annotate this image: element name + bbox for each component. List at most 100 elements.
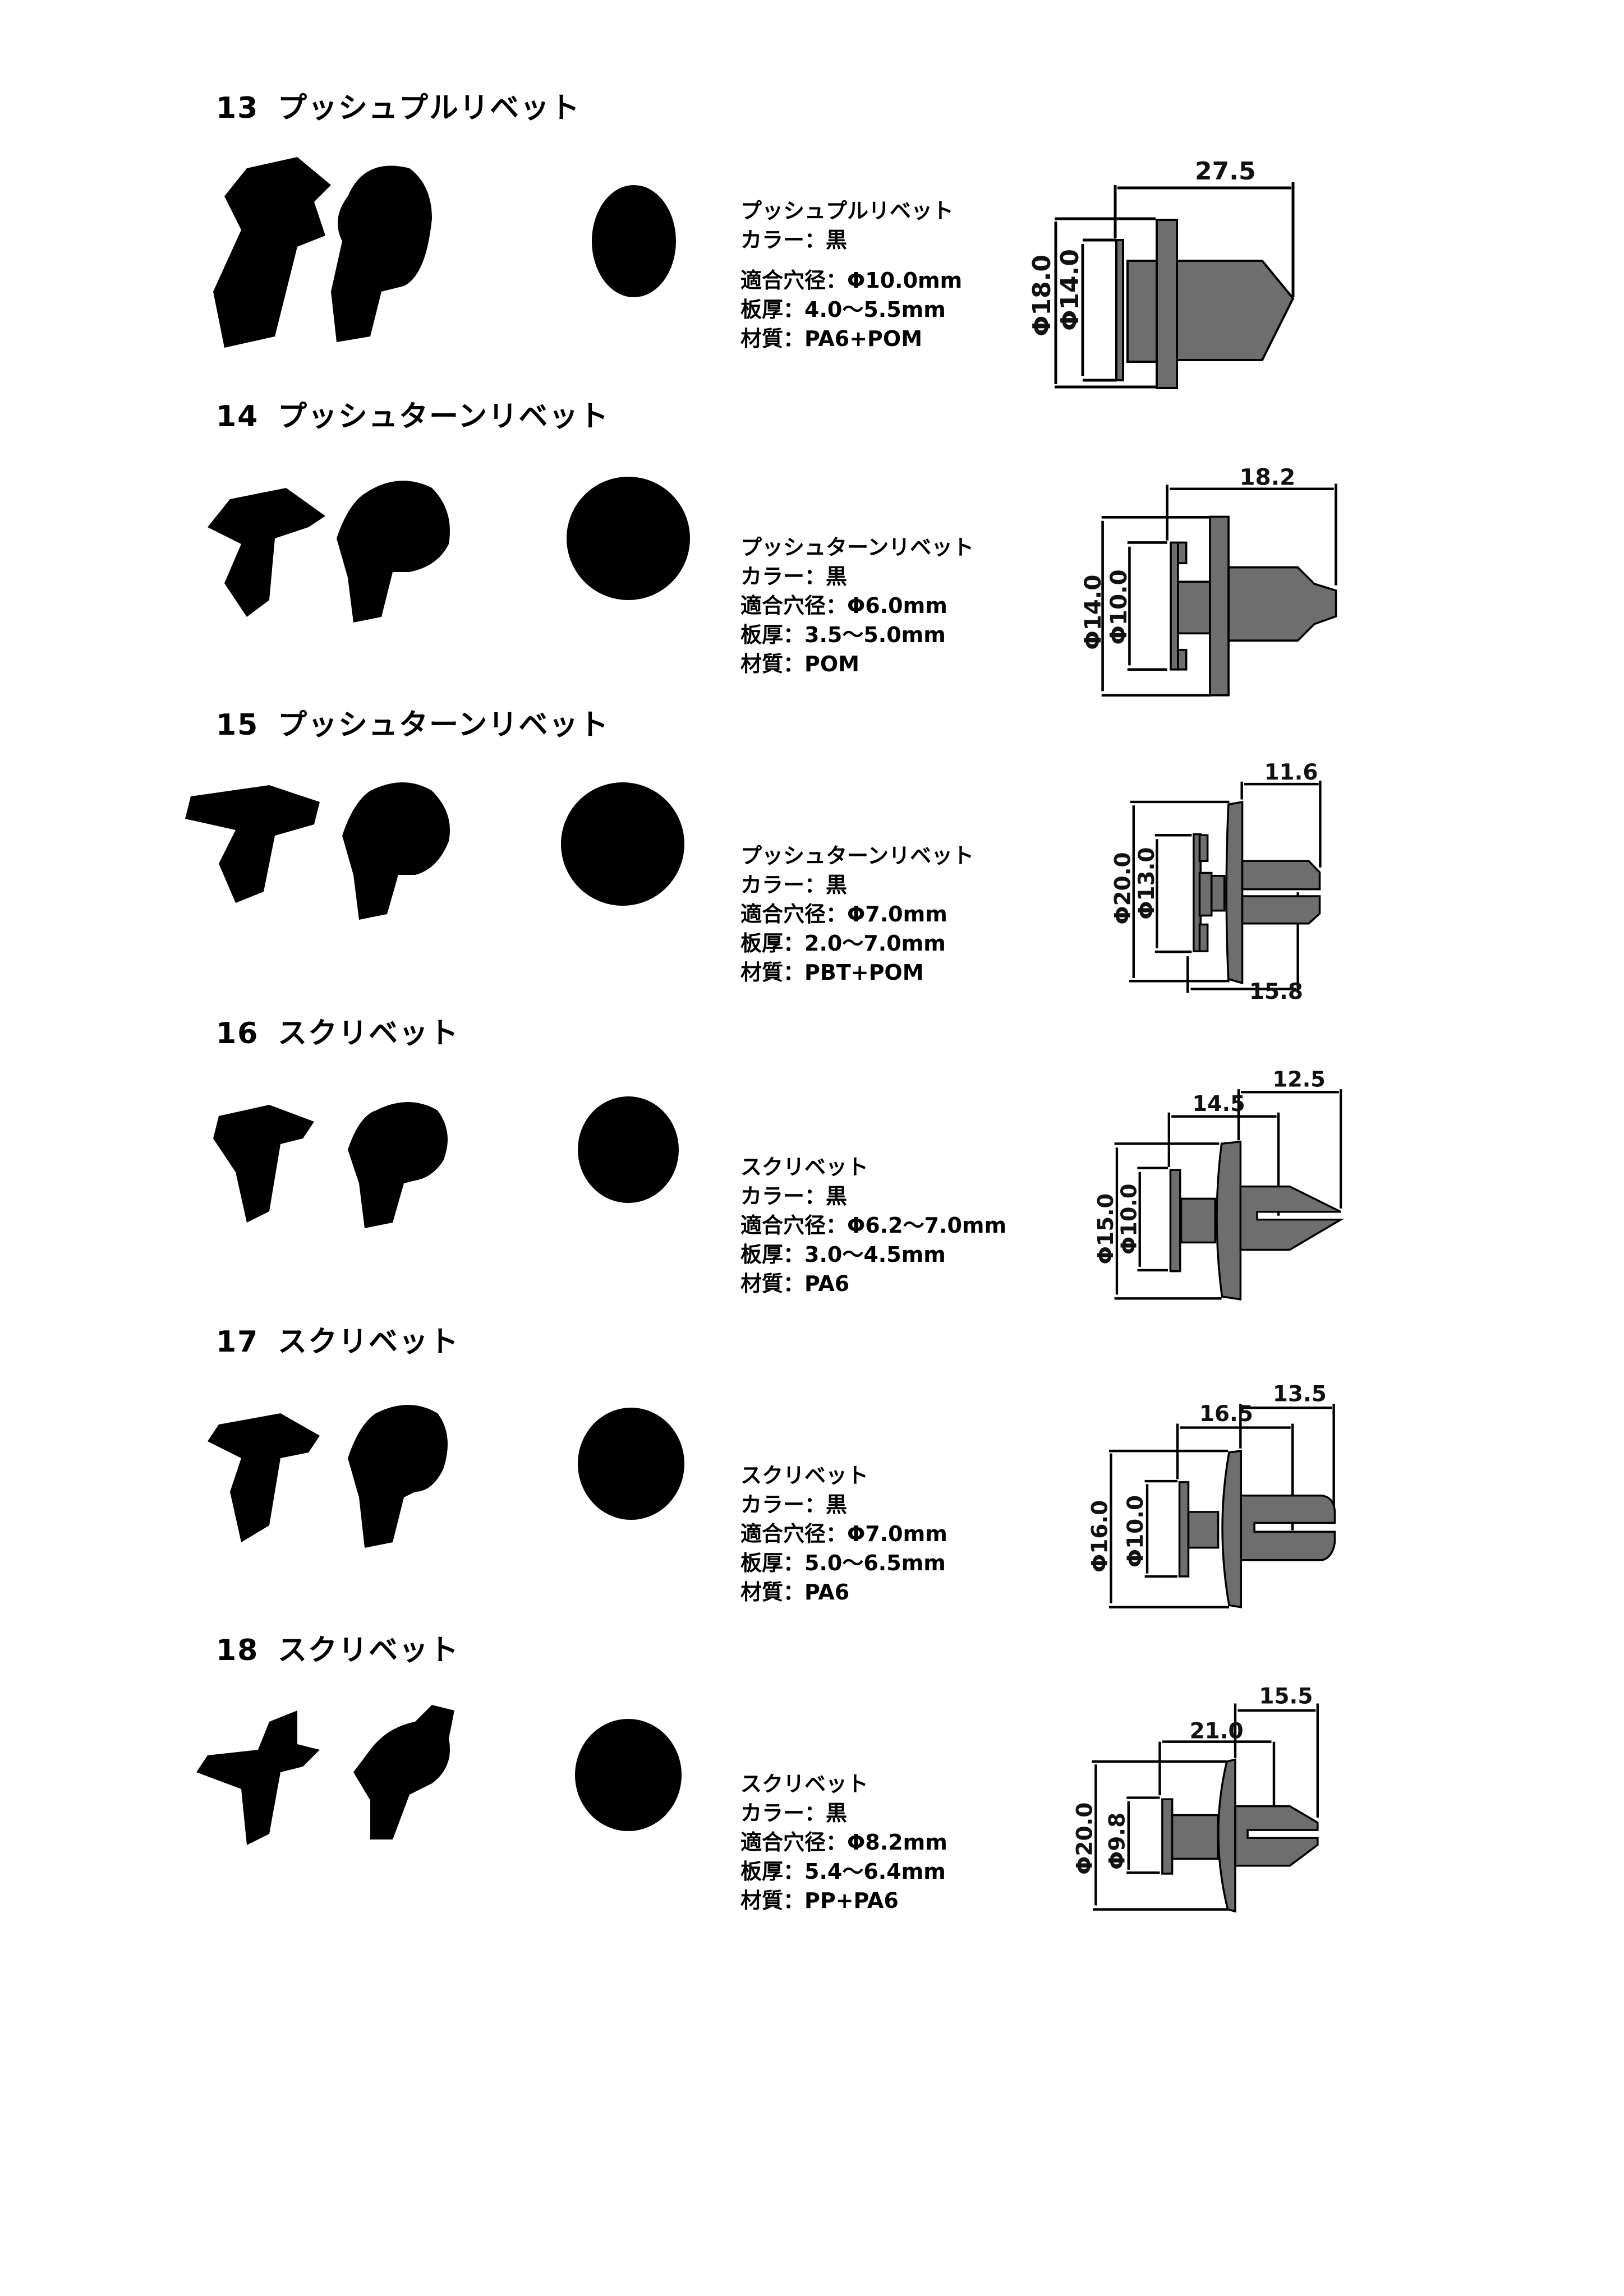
dim-outer-diameter: Φ20.0	[1072, 1802, 1097, 1875]
section-title: 14 プッシュターンリベット	[216, 393, 609, 435]
dim-length: 18.2	[1239, 463, 1295, 490]
technical-drawing: 12.5 14.5 Φ15.0 Φ10.0	[1043, 1060, 1492, 1318]
section-number: 16	[216, 1017, 259, 1050]
dim-length: 13.5	[1273, 1382, 1327, 1407]
product-photos	[185, 454, 701, 667]
spec-color: カラー：黒	[740, 1801, 848, 1825]
spec-hole-diameter: 適合穴径：Φ10.0mm	[740, 268, 963, 293]
section-heading: スクリベット	[278, 1634, 460, 1667]
scrivet-drawing: 13.5 16.5 Φ16.0 Φ10.0	[1087, 1382, 1336, 1608]
spec-name: プッシュターンリベット	[740, 843, 974, 868]
spec-panel-thickness: 板厚：2.0〜7.0mm	[740, 931, 946, 956]
spec-block: プッシュターンリベット カラー：黒 適合穴径：Φ6.0mm 板厚：3.5〜5.0…	[740, 533, 974, 679]
spec-panel-thickness: 板厚：3.5〜5.0mm	[740, 623, 946, 647]
rivet-photo-silhouettes	[196, 1705, 682, 1845]
spec-color: カラー：黒	[740, 873, 848, 897]
spec-block: プッシュプルリベット カラー：黒 適合穴径：Φ10.0mm 板厚：4.0〜5.5…	[740, 196, 962, 353]
rivet-angle-photo	[337, 481, 450, 623]
spec-panel-thickness: 板厚：5.0〜6.5mm	[740, 1551, 946, 1575]
rivet-head-photo	[592, 185, 676, 297]
spec-color: カラー：黒	[740, 564, 848, 589]
spec-material: 材質：PP+PA6	[740, 1888, 899, 1913]
dim-inner-diameter: Φ14.0	[1056, 249, 1084, 331]
spec-name: プッシュターンリベット	[740, 535, 974, 560]
rivet-side-photo	[213, 1105, 314, 1223]
spec-block: スクリベット カラー：黒 適合穴径：Φ7.0mm 板厚：5.0〜6.5mm 材質…	[740, 1461, 947, 1607]
rivet-side-photo	[213, 157, 331, 348]
spec-hole-diameter: 適合穴径：Φ8.2mm	[740, 1830, 947, 1855]
rivet-side-photo	[196, 1711, 320, 1845]
section-heading: スクリベット	[278, 1325, 460, 1359]
rivet-side-photo	[185, 785, 320, 903]
spec-name: プッシュプルリベット	[740, 199, 954, 223]
product-photos	[185, 1380, 701, 1593]
rivet-photo-silhouettes	[185, 782, 684, 920]
section-number: 17	[216, 1325, 259, 1359]
rivet-head-photo	[567, 477, 690, 600]
spec-color: カラー：黒	[740, 1184, 848, 1209]
section-heading: プッシュターンリベット	[278, 400, 610, 434]
rivet-angle-photo	[353, 1705, 454, 1839]
spec-name: スクリベット	[740, 1155, 869, 1179]
rivet-angle-photo	[348, 1405, 448, 1548]
section-17: 17 スクリベット スクリベット カラー：黒 適合穴径：Φ7.0mm 板厚：5.0…	[0, 1318, 1624, 1626]
rivet-head-photo	[578, 1096, 679, 1203]
dim-inner-diameter: Φ10.0	[1105, 569, 1132, 644]
rivet-head-photo	[561, 782, 684, 906]
scrivet-drawing: 12.5 14.5 Φ15.0 Φ10.0	[1094, 1068, 1345, 1301]
spec-panel-thickness: 板厚：3.0〜4.5mm	[740, 1242, 946, 1267]
dim-inner-diameter: Φ10.0	[1123, 1495, 1148, 1567]
product-photos	[185, 1071, 701, 1284]
spec-material: 材質：PA6	[740, 1271, 850, 1296]
spec-panel-thickness: 板厚：5.4〜6.4mm	[740, 1859, 946, 1884]
scrivet-drawing: 15.5 21.0 Φ20.0 Φ9.8	[1072, 1684, 1319, 1913]
dim-inner-diameter: Φ10.0	[1117, 1184, 1142, 1255]
technical-drawing: 13.5 16.5 Φ16.0 Φ10.0	[1043, 1374, 1492, 1632]
technical-drawing: 18.2 Φ14.0 Φ10.0	[1043, 449, 1492, 707]
rivet-photo-silhouettes	[213, 157, 676, 348]
dim-length-b: 16.5	[1199, 1401, 1253, 1427]
dim-inner-diameter: Φ9.8	[1105, 1813, 1130, 1870]
dim-length-b: 14.5	[1192, 1092, 1245, 1117]
rivet-angle-photo	[331, 165, 432, 342]
push-pull-rivet-drawing: 27.5 Φ18.0 Φ14.0	[1028, 157, 1295, 389]
dim-length-b: 21.0	[1190, 1718, 1244, 1744]
section-number: 14	[216, 400, 259, 434]
rivet-head-photo	[578, 1408, 684, 1520]
dim-length: 12.5	[1273, 1068, 1326, 1092]
section-heading: プッシュプルリベット	[278, 91, 581, 125]
technical-drawing: 11.6 15.8 Φ20.0 Φ13.0	[1055, 746, 1503, 1004]
spec-color: カラー：黒	[740, 228, 848, 252]
section-title: 17 スクリベット	[216, 1318, 459, 1360]
spec-hole-diameter: 適合穴径：Φ6.0mm	[740, 593, 947, 618]
rivet-photo-silhouettes	[208, 1405, 684, 1548]
dim-length-b: 15.8	[1249, 979, 1303, 1004]
rivet-head-photo	[575, 1719, 682, 1831]
rivet-side-photo	[208, 1413, 320, 1542]
spec-name: スクリベット	[740, 1463, 869, 1488]
spec-hole-diameter: 適合穴径：Φ6.2〜7.0mm	[740, 1213, 1007, 1238]
rivet-side-photo	[208, 488, 325, 617]
dim-length: 27.5	[1195, 157, 1256, 186]
rivet-photo-silhouettes	[213, 1096, 679, 1228]
spec-material: 材質：PA6	[740, 1580, 850, 1605]
push-turn-rivet-drawing: 11.6 15.8 Φ20.0 Φ13.0	[1111, 760, 1322, 1004]
spec-hole-diameter: 適合穴径：Φ7.0mm	[740, 1522, 947, 1546]
spec-color: カラー：黒	[740, 1492, 848, 1517]
spec-material: 材質：PA6+POM	[740, 326, 923, 351]
spec-block: スクリベット カラー：黒 適合穴径：Φ6.2〜7.0mm 板厚：3.0〜4.5m…	[740, 1152, 1006, 1298]
dim-length: 15.5	[1259, 1684, 1313, 1709]
spec-material: 材質：PBT+POM	[740, 960, 924, 985]
spec-block: スクリベット カラー：黒 適合穴径：Φ8.2mm 板厚：5.4〜6.4mm 材質…	[740, 1769, 947, 1915]
product-photos	[185, 1688, 701, 1901]
spec-name: スクリベット	[740, 1772, 869, 1796]
rivet-angle-photo	[342, 782, 450, 920]
product-photos	[185, 146, 701, 359]
spec-panel-thickness: 板厚：4.0〜5.5mm	[740, 297, 946, 322]
